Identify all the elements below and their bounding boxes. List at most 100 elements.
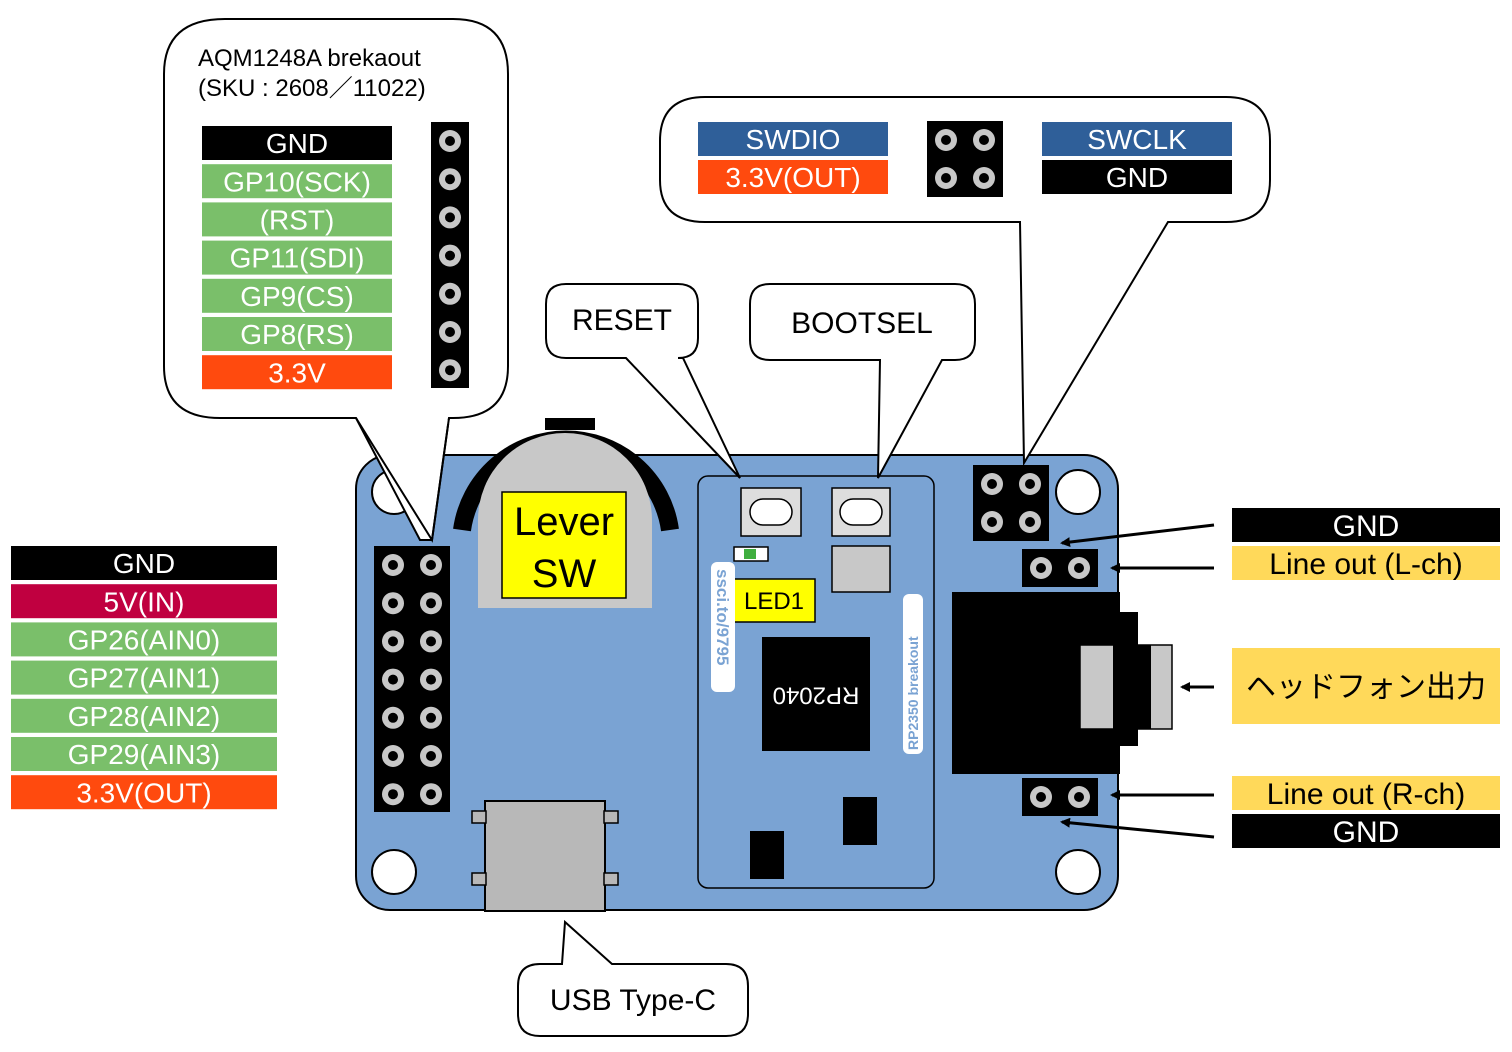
lcd-pin-label-box [202,278,392,313]
swd-labels: SWDIO 3.3V(OUT) SWCLK GND [698,122,1232,194]
swd-left-label-box [698,122,888,156]
left-pin-label: GP27(AIN1) [68,663,221,694]
pin-hole [445,288,455,299]
line-r-box [1232,776,1500,810]
reset-callout-bubble [545,283,741,479]
lever-switch-cap [545,418,595,430]
left-pin-label-box [11,660,277,695]
lever-sw-label-line1: Lever [514,500,614,544]
lcd-pin-label-box [202,317,392,351]
pin-hole [426,712,436,723]
usb-label: USB Type-C [550,984,716,1017]
pin-hole [388,751,398,761]
pin-hole [445,250,455,261]
usb-c-tab [471,872,487,886]
lcd-pin-label-box [202,240,392,275]
pin-hole [979,173,989,183]
lcd-pin-label: GP11(SDI) [230,243,365,274]
usb-callout-bubble [517,919,749,1037]
crystal-component [831,545,891,593]
silk-name-text: RP2350 breakout [905,636,921,750]
lcd-pin-label: GP8(RS) [240,319,354,350]
pin-hole [445,327,455,337]
pin-hole [445,174,455,185]
usb-c-tab [603,810,619,824]
left-pin-label: GND [113,548,175,579]
lcd-pin-label: GND [266,128,328,159]
line-out-l-header [1022,549,1098,587]
pin-hole [388,674,398,685]
swd-right-label-box [1042,122,1232,156]
lever-sw-label-line2: SW [532,552,597,596]
pin-hole [426,598,436,609]
left-pin-labels: GND 5V(IN) GP26(AIN0) GP27(AIN1) GP28(AIN2) G… [11,546,277,810]
left-pin-label-box [11,775,277,810]
bootsel-callout-bubble [749,283,976,479]
lcd-pin-label: GP9(CS) [240,281,354,312]
lever-sw-label-box [501,491,627,599]
pin-hole [426,789,436,800]
pin-hole [388,560,398,570]
arrow-gnd-top [1060,523,1215,548]
lcd-title-line1: AQM1248A brekaout [198,45,421,72]
headphone-jack-ring [1113,645,1151,729]
pin-hole [1074,792,1084,802]
pin-hole [426,674,436,685]
line-out-r-header [1022,778,1098,816]
left-pin-label: 5V(IN) [104,586,185,617]
bootsel-label: BOOTSEL [791,307,933,340]
swd-left-label: SWDIO [746,124,841,155]
swd-right-label-box [1042,160,1232,194]
pico-module-outline [697,475,935,889]
swd-header-2x2 [973,465,1049,541]
pin-hole [979,135,989,145]
pin-hole [388,789,398,800]
lcd-pin-label-box [202,355,392,390]
headphone-box [1232,648,1500,724]
left-pin-label-box [11,584,277,619]
swd-right-label: GND [1106,162,1168,193]
left-pin-label: 3.3V(OUT) [76,777,211,808]
left-pin-label: GP28(AIN2) [68,701,221,732]
pin-hole [388,636,398,647]
chip-label: RP2040 [773,682,860,709]
left-pin-label-box [11,737,277,771]
line-l-label: Line out (L-ch) [1269,548,1462,581]
header-2x7 [374,546,450,812]
swd-left-label: 3.3V(OUT) [725,162,860,193]
usb-c-tab [471,810,487,824]
bootsel-button-cap[interactable] [839,498,883,526]
lcd-pin-label-box [202,126,392,160]
audio-gnd-top-box [1232,508,1500,542]
swd-right-label: SWCLK [1087,124,1187,155]
reset-label: RESET [572,304,672,337]
lcd-callout-pointer [355,417,450,543]
pin-hole [445,136,455,146]
swd-callout-header [927,121,1003,197]
left-pin-label: GP29(AIN3) [68,739,221,770]
headphone-label: ヘッドフォン出力 [1246,671,1486,704]
left-pin-label-box [11,698,277,733]
pin-hole [426,751,436,761]
led1-label-box [732,578,816,623]
pin-hole [1025,479,1035,489]
led1-label: LED1 [744,588,804,615]
pin-hole [388,598,398,609]
left-pin-label: GP26(AIN0) [68,624,221,655]
arrow-gnd-bottom [1060,817,1215,839]
reset-button-cap[interactable] [749,498,793,526]
usb-c-tab [603,872,619,886]
pin-hole [941,135,951,145]
pin-hole [987,479,997,489]
mounting-hole [371,849,417,895]
pin-hole [987,517,997,527]
pin-hole [445,365,455,376]
lcd-pin-label: (RST) [260,204,335,235]
pin-hole [426,636,436,647]
audio-gnd-bottom-box [1232,814,1500,848]
audio-gnd-top-label: GND [1333,510,1400,543]
swd-left-label-box [698,160,888,194]
lcd-pin-label-box [202,164,392,199]
silk-url-text: ssci.to/9795 [713,569,732,665]
